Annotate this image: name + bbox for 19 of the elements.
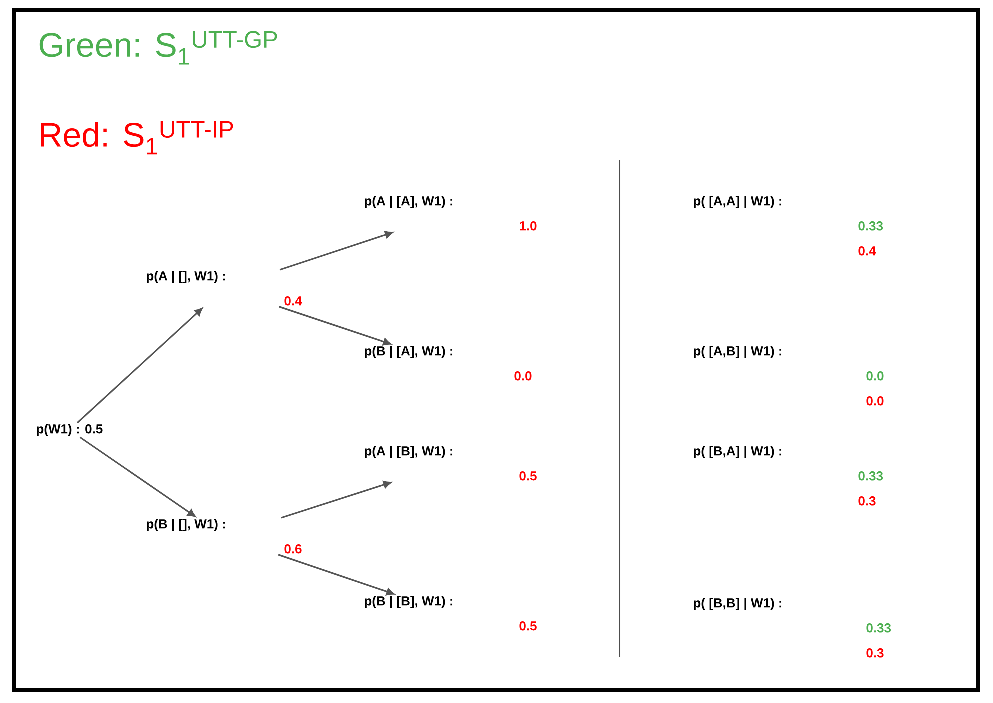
probability-label: p(B | [], W1) : 0.6 — [147, 519, 302, 554]
probability-label: p(A | [], W1) : 0.4 — [147, 271, 302, 306]
probability-label: p(A | [B], W1) : 0.5 — [365, 446, 537, 481]
heading: Green: S$_{1}$UTT-GP — [40, 31, 278, 65]
arrow — [77, 308, 203, 424]
arrow — [281, 481, 392, 519]
arrow — [279, 306, 392, 346]
arrow — [280, 231, 394, 271]
arrow — [278, 554, 395, 596]
probability-label: p(W1) : 0.5 — [37, 424, 103, 436]
heading: Red: S$_{1}$UTT-IP — [41, 121, 234, 155]
probability-label: p(A | [A], W1) : 1.0 — [365, 196, 537, 231]
probability-label: p( [A,A] | W1) : 0.33 0.4 — [694, 196, 884, 256]
arrow — [80, 436, 196, 518]
probability-label: p( [B,B] | W1) : 0.33 0.3 — [694, 598, 892, 658]
probability-label: p( [B,A] | W1) : 0.33 0.3 — [694, 446, 884, 506]
probability-label: p(B | [A], W1) : 0.0 — [365, 346, 532, 381]
probability-label: p( [A,B] | W1) : 0.0 0.0 — [694, 346, 884, 406]
probability-label: p(B | [B], W1) : 0.5 — [365, 596, 537, 631]
